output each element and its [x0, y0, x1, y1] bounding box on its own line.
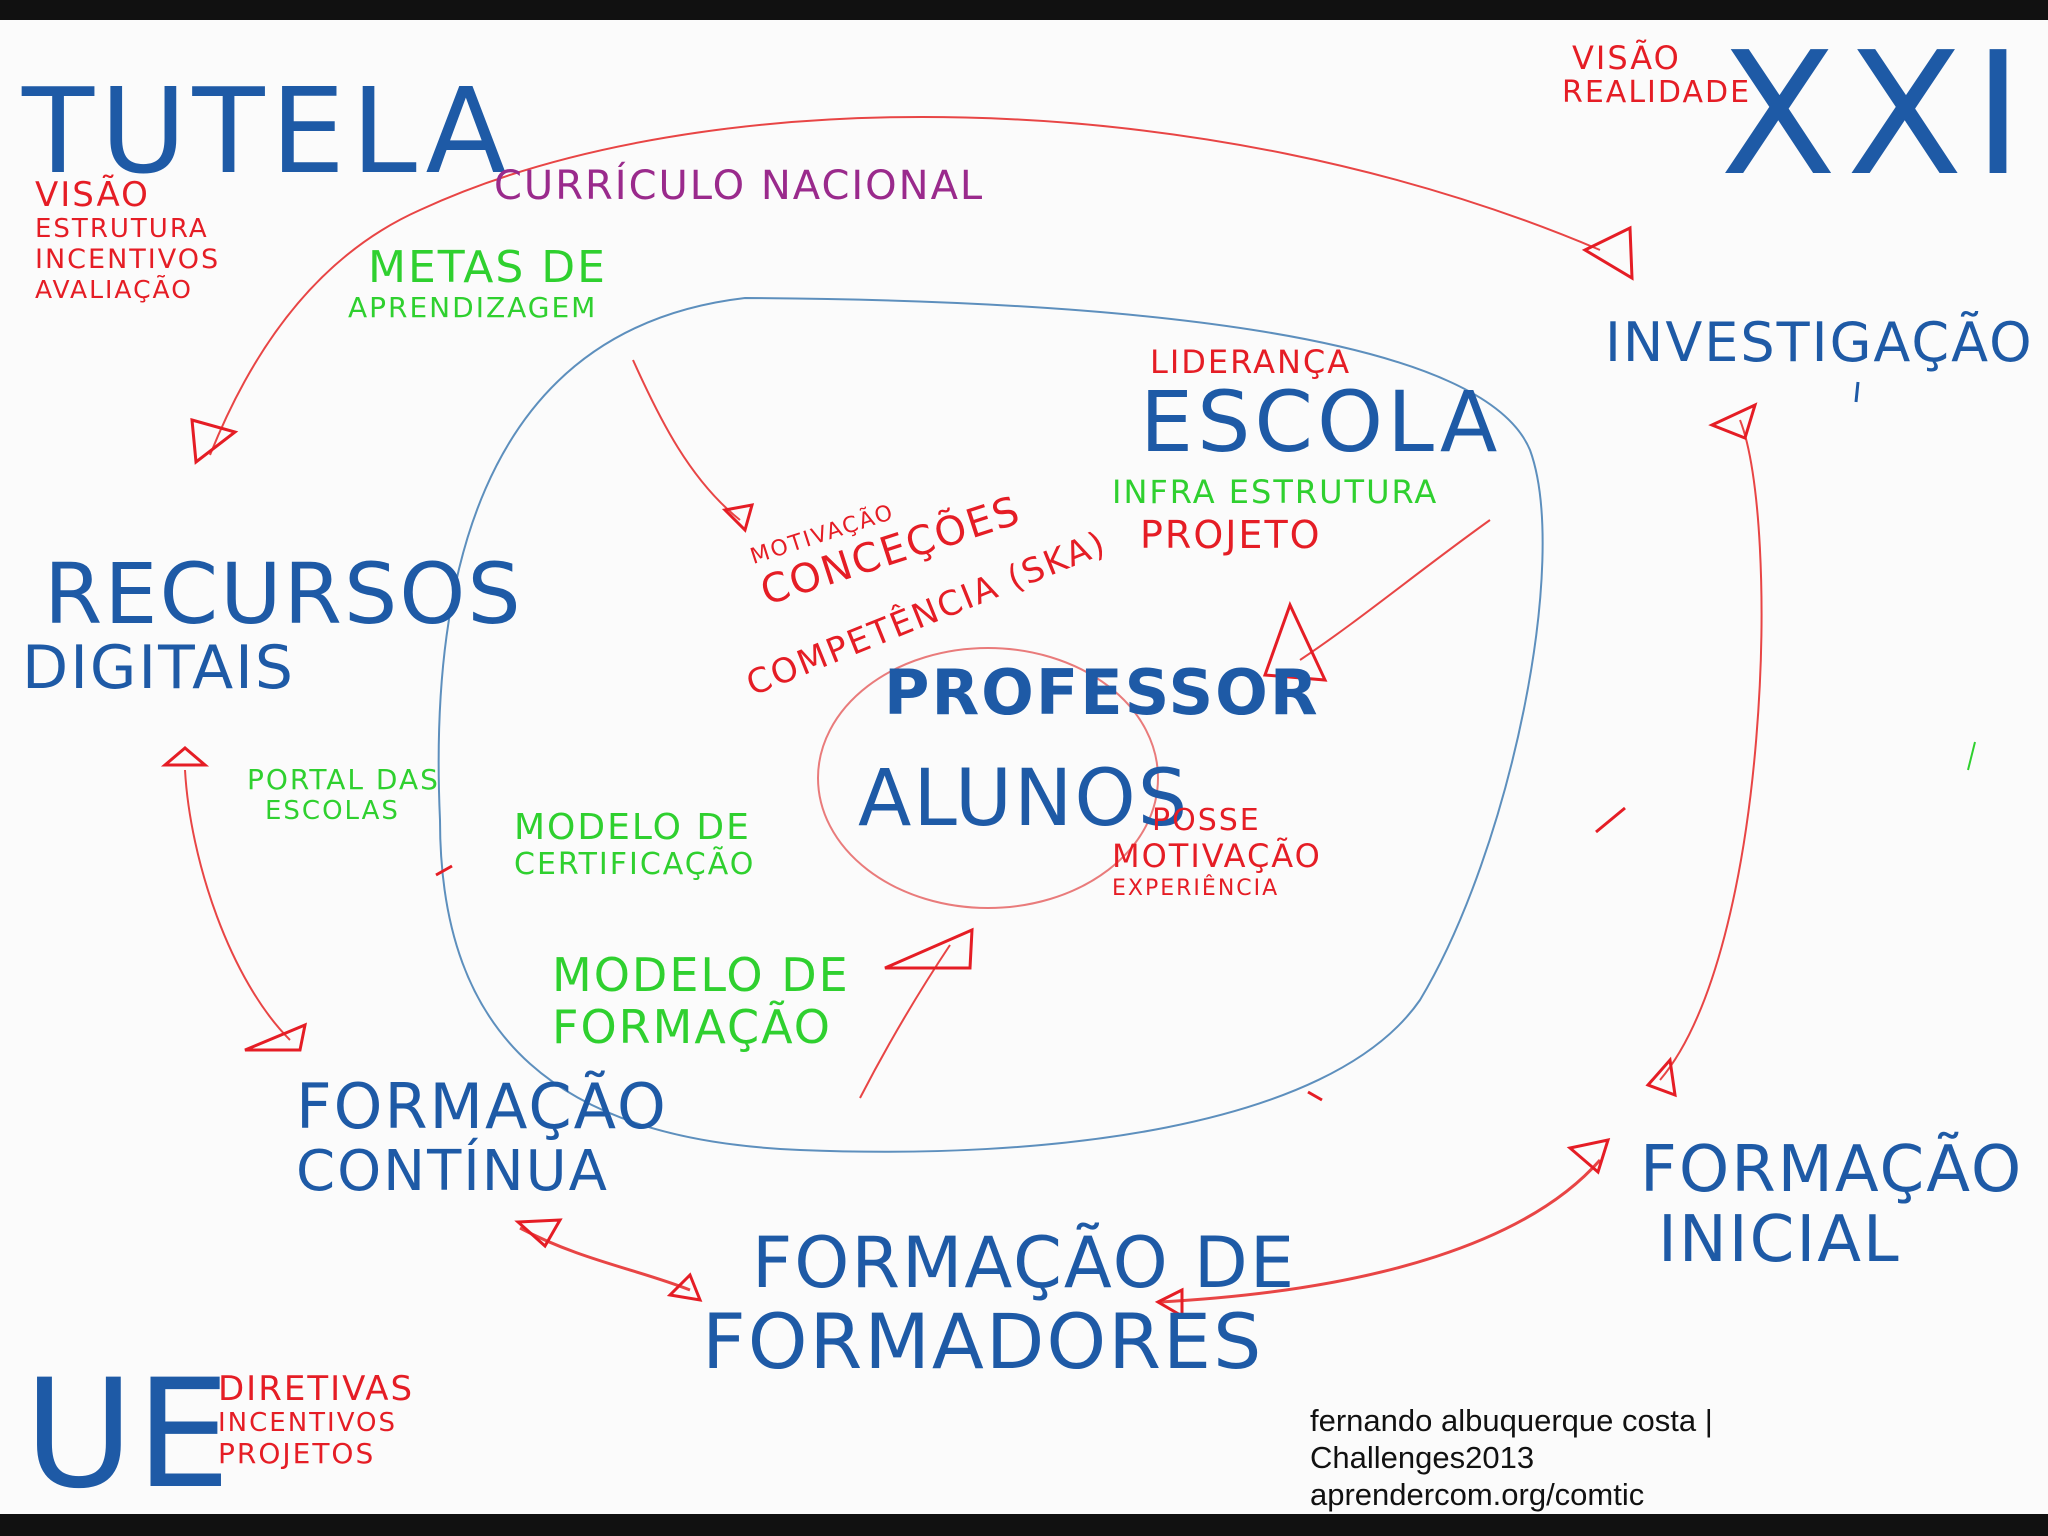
formacao-continua-line: FORMAÇÃO: [296, 1070, 668, 1143]
posse-line: EXPERIÊNCIA: [1112, 876, 1280, 901]
top-black-bar: [0, 0, 2048, 20]
xxi-label: REALIDADE: [1562, 75, 1752, 110]
bottom-black-bar: [0, 1514, 2048, 1536]
dash-bottom: [1307, 1090, 1323, 1102]
formacao-formadores-line: FORMADORES: [702, 1297, 1264, 1386]
arrow-metas-center: [632, 359, 741, 521]
whiteboard: [0, 20, 2048, 1514]
arrow-head-investigacao: [1581, 225, 1634, 281]
arrow-head-recursos-up: [160, 746, 210, 767]
modelo-certificacao-line: MODELO DE: [514, 807, 751, 848]
modelo-formacao-line: MODELO DE: [552, 948, 850, 1002]
tutela-title: TUTELA: [22, 62, 513, 200]
arrow-head-escola: [1262, 601, 1328, 682]
tutela-item: ESTRUTURA: [35, 214, 209, 244]
top-arc-arrow: [209, 116, 1601, 456]
metas-line: METAS DE: [368, 242, 607, 293]
ue-title: UE: [24, 1348, 233, 1522]
posse-motivacao: POSSE MOTIVAÇÃO EXPERIÊNCIA: [1112, 806, 1322, 900]
arrow-head-formadores-right: [1154, 1287, 1184, 1319]
arrow-continua-formadores: [519, 1226, 691, 1292]
xxi-labels: VISÃO REALIDADE: [1562, 42, 1751, 108]
curriculo-nacional: CURRÍCULO NACIONAL: [494, 163, 985, 209]
dash-green: [1967, 741, 1976, 771]
formacao-formadores-line: FORMAÇÃO DE: [752, 1222, 1297, 1304]
modelo-formacao: MODELO DE FORMAÇÃO: [552, 952, 850, 1050]
metas-line: APRENDIZAGEM: [348, 291, 598, 324]
center-oval: [817, 647, 1159, 909]
arrow-head-inicial: [1645, 1056, 1677, 1098]
modelo-certificacao: MODELO DE CERTIFICAÇÃO: [514, 810, 755, 880]
xxi-title: XXI: [1720, 16, 2034, 214]
dash-blue: [1854, 381, 1860, 403]
arrow-investigacao-inicial: [1659, 419, 1763, 1081]
formacao-continua: FORMAÇÃO CONTÍNUA: [296, 1076, 668, 1200]
escola-title: ESCOLA: [1140, 373, 1502, 471]
xxi-label: VISÃO: [1572, 39, 1681, 77]
portal-line: PORTAL DAS: [247, 763, 440, 796]
posse-line: MOTIVAÇÃO: [1112, 837, 1322, 875]
tutela-item: INCENTIVOS: [35, 244, 221, 275]
formacao-continua-line: CONTÍNUA: [296, 1139, 609, 1204]
posse-line: POSSE: [1152, 803, 1261, 838]
tutela-items: VISÃO ESTRUTURA INCENTIVOS AVALIAÇÃO: [35, 178, 220, 302]
escola-oval: [437, 296, 1544, 1153]
formacao-inicial-line: INICIAL: [1658, 1203, 1901, 1277]
lideranca: LIDERANÇA: [1150, 343, 1352, 381]
modelo-formacao-line: FORMAÇÃO: [552, 1000, 832, 1054]
arrow-escola-center: [1299, 519, 1491, 661]
credit-url: aprendercom.org/comtic: [1310, 1477, 1645, 1513]
projeto: PROJETO: [1140, 513, 1322, 557]
professor: PROFESSOR: [884, 656, 1320, 729]
ue-item: DIRETIVAS: [218, 1369, 415, 1409]
arrow-head-formacao-continua: [244, 1022, 308, 1052]
arrow-head-modelo: [884, 927, 974, 970]
credit-event: Challenges2013: [1310, 1440, 1535, 1476]
dash-left: [435, 864, 453, 877]
formacao-inicial-line: FORMAÇÃO: [1640, 1133, 2024, 1207]
tutela-item: AVALIAÇÃO: [35, 275, 193, 304]
alunos: ALUNOS: [858, 754, 1190, 844]
formacao-formadores: FORMAÇÃO DE FORMADORES: [702, 1228, 1296, 1380]
arrow-head-formadores-left: [666, 1272, 703, 1302]
ue-item: INCENTIVOS: [218, 1408, 397, 1438]
recursos-line: DIGITAIS: [22, 633, 295, 703]
dash-right: [1595, 806, 1626, 834]
arrow-head-metas: [721, 503, 755, 533]
recursos-digitais: RECURSOS DIGITAIS: [22, 552, 523, 698]
arrow-recursos-formacao: [184, 769, 291, 1041]
arrow-head-recursos: [190, 417, 239, 465]
credit-author: fernando albuquerque costa |: [1310, 1403, 1713, 1438]
arrow-formadores-inicial: [1159, 1159, 1602, 1304]
arrow-head-continua: [514, 1218, 563, 1249]
arrow-head-investigacao-up: [1708, 402, 1758, 440]
recursos-line: RECURSOS: [44, 545, 523, 643]
ue-item: PROJETOS: [218, 1437, 376, 1470]
arrow-head-inicial-left: [1566, 1138, 1611, 1175]
formacao-inicial: FORMAÇÃO INICIAL: [1640, 1138, 2023, 1272]
ue-items: DIRETIVAS INCENTIVOS PROJETOS: [218, 1372, 414, 1468]
credit-text: fernando albuquerque costa | Challenges2…: [1310, 1402, 1713, 1514]
portal-line: ESCOLAS: [265, 796, 400, 826]
metas-aprendizagem: METAS DE APRENDIZAGEM: [348, 246, 607, 322]
infra-estrutura: INFRA ESTRUTURA: [1112, 473, 1439, 511]
tutela-item: VISÃO: [35, 175, 150, 215]
portal-escolas: PORTAL DAS ESCOLAS: [247, 763, 440, 826]
investigacao: INVESTIGAÇÃO: [1605, 311, 2034, 374]
modelo-certificacao-line: CERTIFICAÇÃO: [514, 847, 756, 882]
arrow-modelo-center: [859, 944, 951, 1099]
